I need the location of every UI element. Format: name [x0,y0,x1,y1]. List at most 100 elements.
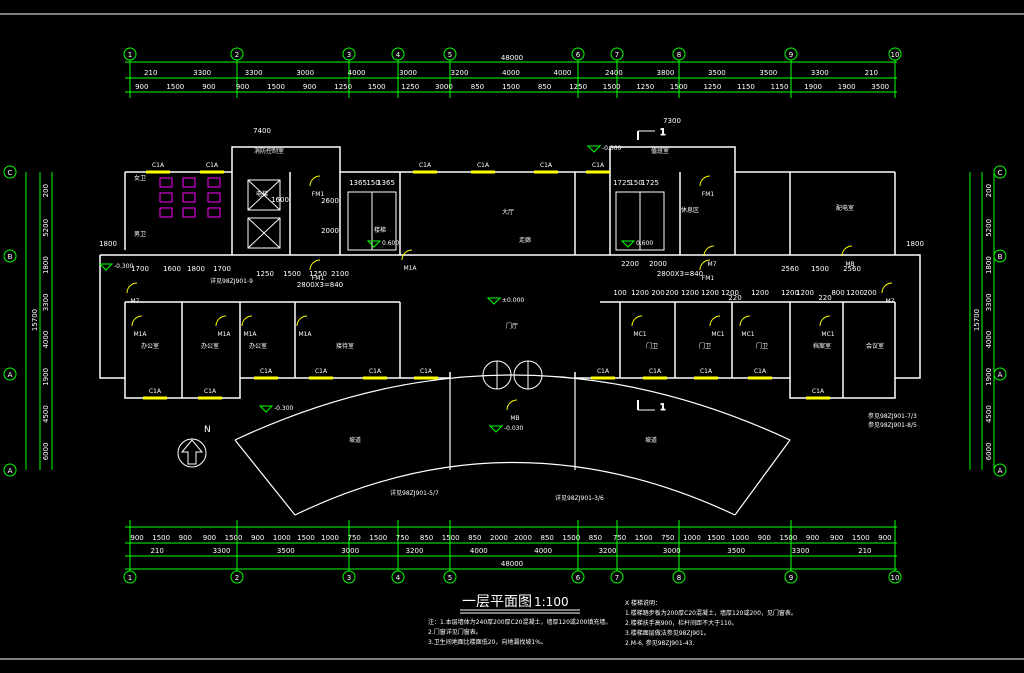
dim-text: 3500 [277,547,295,555]
room-label: 女卫 [134,174,146,182]
ref-note: 详见98ZJ901-9 [210,277,253,285]
door-label: M1A [243,331,257,338]
note-right-line: 3.楼梯面层做法参见98ZJ901。 [625,629,710,637]
plan-dim: 2200 [621,260,639,268]
dim-text: 750 [348,534,361,542]
dim-text: 3300 [213,547,231,555]
plan-dim: 2100 [331,270,349,278]
dim-text: 1150 [737,83,755,91]
dim-text: 3200 [451,69,469,77]
dim-text: 5200 [985,219,993,237]
dim-text: 210 [865,69,878,77]
door-label: FM1 [702,191,715,198]
door-swing [881,282,893,294]
door-swing [739,315,751,327]
elevation-text: -0.030 [504,425,524,432]
dim-text: 200 [985,184,993,197]
curved-canopy [234,374,791,516]
dim-text: 5200 [42,219,50,237]
dim-text: 900 [303,83,316,91]
room-label: 大厅 [502,208,514,216]
dim-text: 900 [806,534,819,542]
door-label: FM1 [312,275,325,282]
axis-bubble [3,463,17,477]
window-label: C1A [149,388,162,395]
dim-text: 1500 [852,534,870,542]
door-label: M1A [298,331,312,338]
room-label: 门卫 [646,342,658,350]
note-right-line: X 楼梯说明： [625,599,661,607]
dim-text: 1500 [368,83,386,91]
room-label: 电梯 [256,190,268,198]
dim-text: 1000 [683,534,701,542]
window-label: C1A [477,162,490,169]
plan-dim: 1200 [721,289,739,297]
window-label: C1A [754,368,767,375]
dim-text: 3000 [341,547,359,555]
dim-text: 900 [830,534,843,542]
window-label: C1A [206,162,219,169]
ref-note: 详见98ZJ901-5/7 [390,489,439,497]
door-swing [631,315,643,327]
axis-number: 5 [448,574,452,582]
door-swing [819,315,831,327]
plan-dim: 1365 [349,179,367,187]
room-label: 门卫 [756,342,768,350]
elevation-text: -0.300 [274,405,294,412]
dim-text: 1500 [225,534,243,542]
plan-dim: 1700 [131,265,149,273]
dim-text: 1500 [267,83,285,91]
dim-text: 750 [396,534,409,542]
section-marks: 1 1 [637,128,666,414]
elevation-symbol [486,297,502,305]
window-label: C1A [419,162,432,169]
dim-text: 1800 [42,256,50,274]
dim-text: 1500 [502,83,520,91]
room-label: 会议室 [866,342,884,350]
dim-text: 1250 [636,83,654,91]
bottom-dimensions: 48000 [125,526,897,570]
door-label: M7 [886,298,895,305]
dim-text: 1500 [670,83,688,91]
dim-text: 1250 [703,83,721,91]
dim-text: 1500 [442,534,460,542]
side-dimensions: 15700 15700 [25,172,995,470]
axis-number: 1 [128,574,132,582]
dim-text: 3500 [708,69,726,77]
building-walls [99,146,921,399]
ref-note: 参见98ZJ901-7/3 [868,412,917,420]
dim-text: 1500 [369,534,387,542]
plan-dim: 1725 [613,179,631,187]
dim-text: 900 [236,83,249,91]
door-label: FM1 [702,275,715,282]
dim-text: 200 [42,184,50,197]
door-label: MC1 [633,331,646,338]
plan-dim: 150 [629,179,642,187]
dim-text: 3300 [811,69,829,77]
right-depth-dim: 15700 [973,309,981,331]
dim-text: 1250 [401,83,419,91]
elevation-text: ±0.000 [502,297,524,304]
note-right-line: 1.楼梯踏步板为200厚C20混凝土，墙厚120或200，见门窗表。 [625,609,797,617]
dim-text: 4000 [554,69,572,77]
window-label: C1A [260,368,273,375]
axis-number: 3 [347,51,351,59]
door-swing [703,245,715,257]
dim-text: 900 [878,534,891,542]
axis-number: 5 [448,51,452,59]
plan-dim: 800 [831,289,844,297]
dim-text: 850 [471,83,484,91]
plan-dim: 1200 [681,289,699,297]
window-label: C1A [152,162,165,169]
window-label: C1A [592,162,605,169]
axis-number: 2 [235,574,239,582]
plan-dim: 2000 [649,260,667,268]
dim-text: 750 [661,534,674,542]
dim-text: 4000 [534,547,552,555]
dim-text: 750 [613,534,626,542]
